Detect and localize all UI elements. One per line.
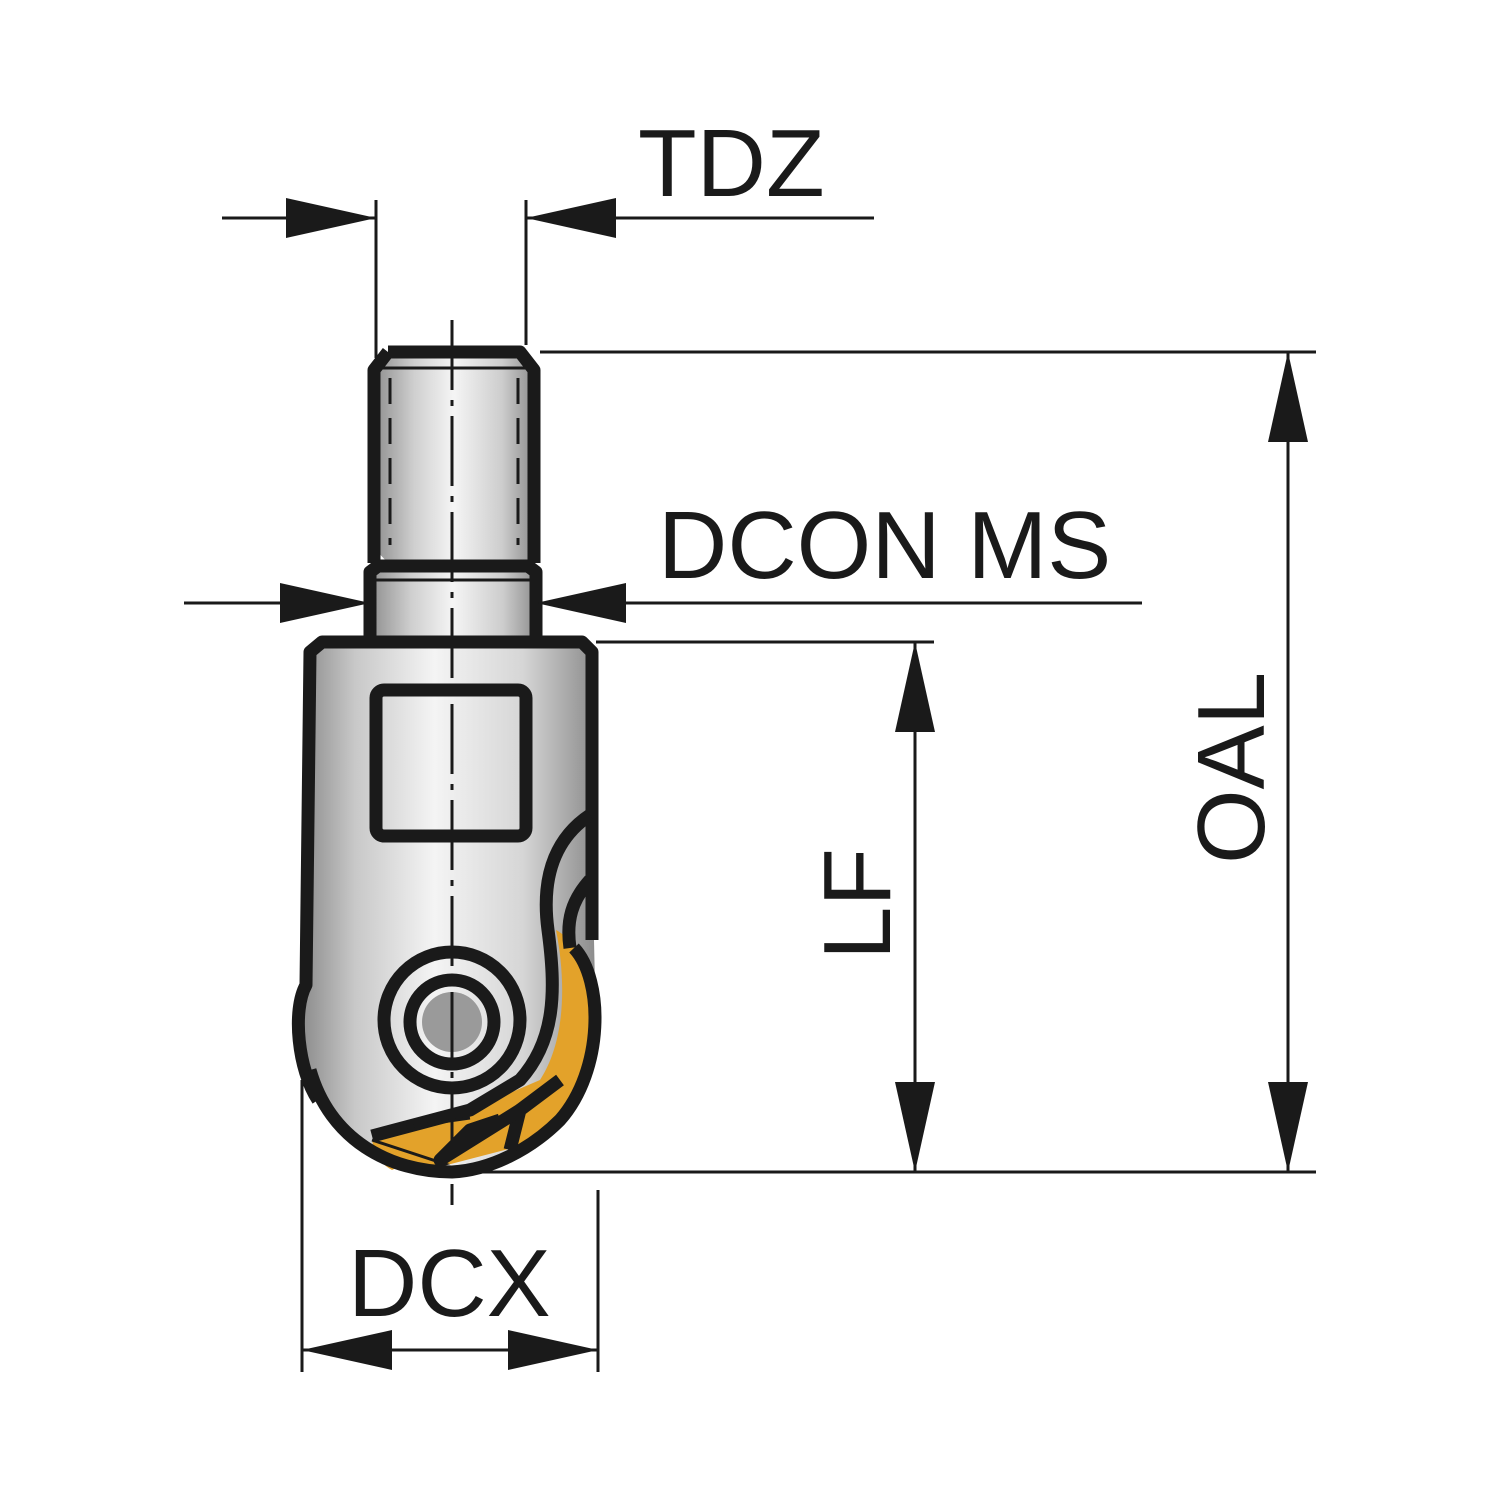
shank (363, 345, 543, 638)
dimension-tdz: TDZ (222, 110, 874, 358)
dimension-dcx: DCX (300, 1080, 600, 1372)
label-lf: LF (804, 848, 911, 960)
label-dcx: DCX (348, 1230, 551, 1337)
dimension-dcon-ms: DCON MS (184, 492, 1142, 623)
label-oal: OAL (1178, 672, 1285, 864)
dimension-oal: OAL (470, 350, 1316, 1174)
label-dcon-ms: DCON MS (658, 492, 1111, 599)
dimension-lf: LF (596, 640, 935, 1172)
label-tdz: TDZ (638, 110, 825, 217)
insert-pocket (303, 809, 602, 1179)
